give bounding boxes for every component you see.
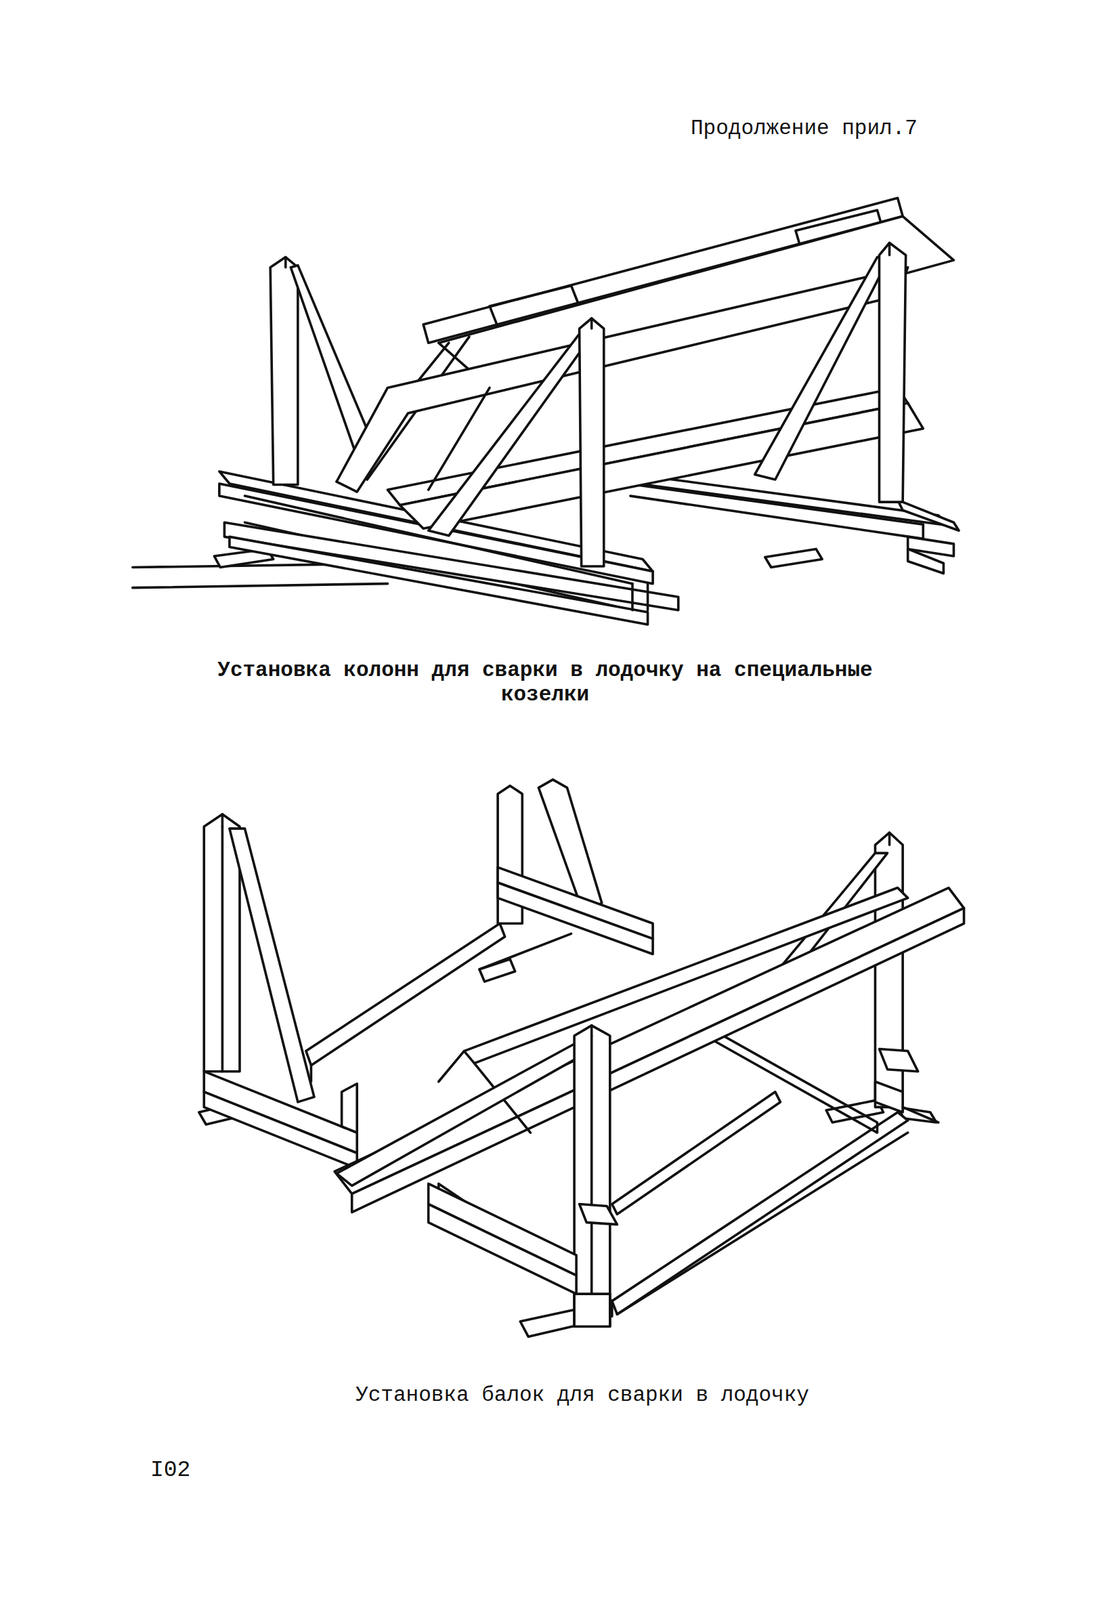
figure-caption: Установка колонн для сварки в лодочку на… (196, 658, 894, 707)
page-number: I02 (150, 1457, 232, 1483)
figure-caption: Установка балок для сварки в лодочку (223, 1382, 942, 1408)
column-trestle-figure (132, 197, 959, 625)
beam-frame-figure (199, 779, 965, 1337)
appendix-continuation: Продолжение прил.7 (690, 116, 976, 141)
